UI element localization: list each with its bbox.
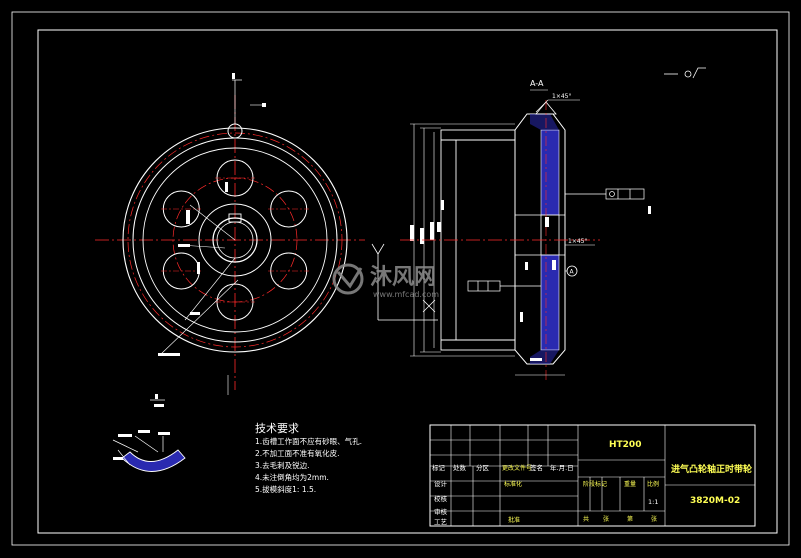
title-block: 标记 处数 分区 更改文件号 签名 年.月.日 设计 校核 审核 工艺 标准化 … bbox=[429, 424, 756, 527]
tb-part-name: 进气凸轮轴正时带轮 bbox=[671, 463, 752, 475]
tb-drawing-number: 3820M-02 bbox=[690, 496, 740, 506]
tb-sheet-index: 第 bbox=[627, 515, 633, 523]
requirements-title: 技术要求 bbox=[255, 422, 299, 435]
axis-marker bbox=[371, 243, 438, 321]
front-view bbox=[95, 73, 365, 395]
tb-sheet-unit-1: 张 bbox=[603, 515, 609, 523]
tb-row-check: 校核 bbox=[434, 494, 448, 503]
requirement-item-2: 2.不加工面不准有氧化皮. bbox=[255, 448, 340, 458]
section-label: A-A bbox=[530, 79, 544, 88]
tb-sheet-total: 共 bbox=[583, 515, 589, 523]
watermark-logo-icon bbox=[332, 263, 364, 295]
tb-row-process: 工艺 bbox=[434, 518, 448, 526]
section-hatch-top bbox=[540, 129, 560, 216]
tb-approval: 批准 bbox=[508, 516, 520, 524]
watermark-brand: 沐风网 bbox=[370, 265, 436, 290]
tb-header-zone: 分区 bbox=[476, 463, 490, 472]
chamfer-mid-label: 1×45° bbox=[568, 238, 587, 245]
requirement-item-1: 1.齿槽工作面不应有砂眼、气孔. bbox=[255, 436, 362, 446]
detail-view bbox=[112, 394, 186, 472]
requirement-item-3: 3.去毛刺及锐边. bbox=[255, 460, 310, 470]
tb-row-review: 审核 bbox=[434, 507, 448, 516]
chamfer-top-label: 1×45° bbox=[552, 93, 571, 100]
sheet-inner-border bbox=[37, 29, 778, 534]
watermark-url: www.mfcad.com bbox=[373, 290, 439, 299]
datum-balloon-letter: A bbox=[570, 269, 575, 276]
section-hatch-bottom bbox=[540, 254, 560, 351]
sheet-outer-border bbox=[11, 11, 790, 546]
tb-scale-value: 1:1 bbox=[648, 498, 658, 506]
tb-weight-label: 重量 bbox=[624, 480, 636, 488]
watermark: 沐风网 www.mfcad.com bbox=[332, 263, 439, 299]
tb-row-design: 设计 bbox=[434, 479, 448, 488]
section-rim bbox=[514, 101, 566, 365]
section-view: A-A bbox=[371, 79, 651, 380]
tb-header-count: 处数 bbox=[453, 463, 467, 472]
tb-header-date: 年.月.日 bbox=[550, 463, 574, 472]
tb-sheet-unit-2: 张 bbox=[651, 515, 657, 523]
tb-header-signature: 签名 bbox=[530, 463, 543, 472]
roughness-symbol bbox=[664, 67, 706, 79]
requirement-item-4: 4.未注倒角均为2mm. bbox=[255, 472, 329, 482]
tb-header-change-doc: 更改文件号 bbox=[502, 464, 532, 472]
tb-stage-label: 阶段标记 bbox=[583, 480, 607, 488]
tb-header-mark: 标记 bbox=[432, 463, 446, 472]
tb-standardization: 标准化 bbox=[504, 480, 522, 488]
technical-requirements: 技术要求 1.齿槽工作面不应有砂眼、气孔. 2.不加工面不准有氧化皮. 3.去毛… bbox=[255, 422, 362, 494]
tb-material: HT200 bbox=[609, 440, 641, 450]
requirement-item-5: 5.拔模斜度1: 1.5. bbox=[255, 484, 316, 494]
tb-scale-label: 比例 bbox=[647, 480, 659, 488]
